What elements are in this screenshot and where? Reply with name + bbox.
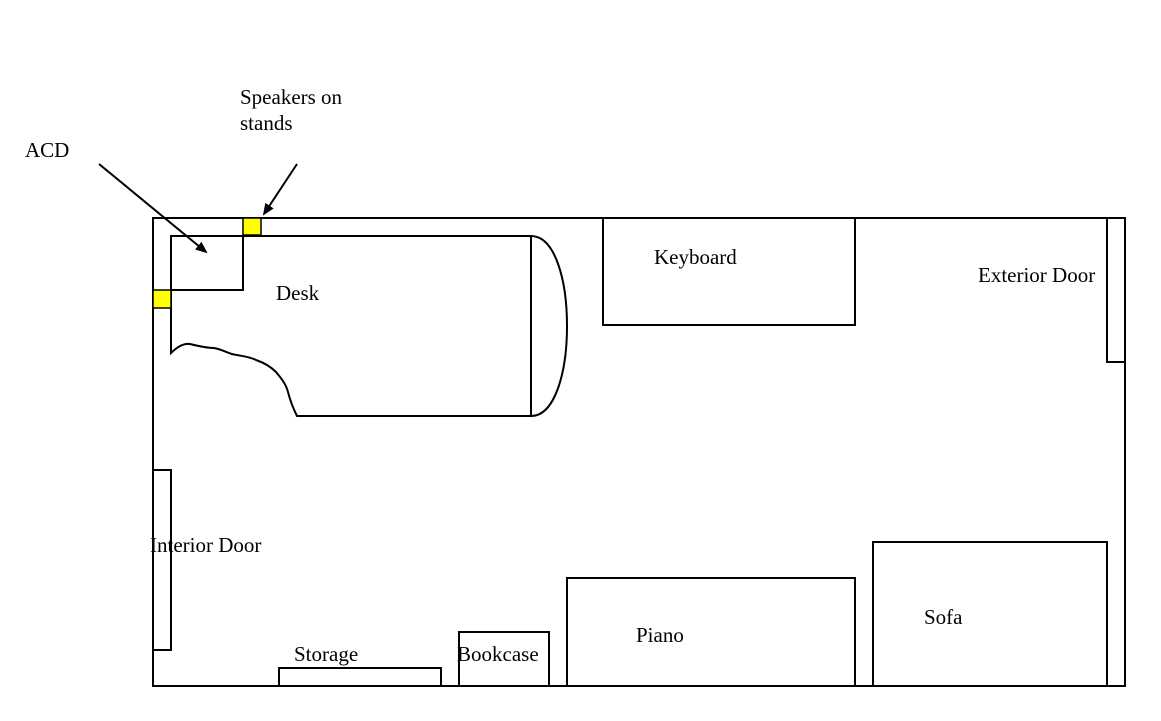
storage-label: Storage: [294, 642, 358, 666]
keyboard: [602, 217, 856, 326]
bookcase-label: Bookcase: [457, 642, 539, 666]
speaker-left: [152, 289, 172, 309]
sofa-label: Sofa: [924, 605, 963, 629]
speakers-label-line2: stands: [240, 111, 293, 135]
piano-label: Piano: [636, 623, 684, 647]
exterior-door-label: Exterior Door: [978, 263, 1095, 287]
bookcase: [458, 631, 550, 687]
interior-door-label: Interior Door: [150, 533, 261, 557]
storage: [278, 667, 442, 687]
acd-arrow: [98, 163, 208, 254]
piano: [566, 577, 856, 687]
keyboard-label: Keyboard: [654, 245, 737, 269]
sofa: [872, 541, 1108, 687]
exterior-door: [1106, 217, 1126, 363]
desk: [170, 235, 532, 417]
speakers-arrow: [262, 163, 298, 216]
acd-label: ACD: [25, 138, 69, 162]
speakers-label-line1: Speakers on: [240, 85, 343, 109]
interior-door: [152, 469, 172, 651]
desk-label: Desk: [276, 281, 320, 305]
desk-rounded-end: [530, 234, 569, 418]
speaker-top: [242, 217, 262, 236]
acd-monitor: [170, 235, 244, 291]
